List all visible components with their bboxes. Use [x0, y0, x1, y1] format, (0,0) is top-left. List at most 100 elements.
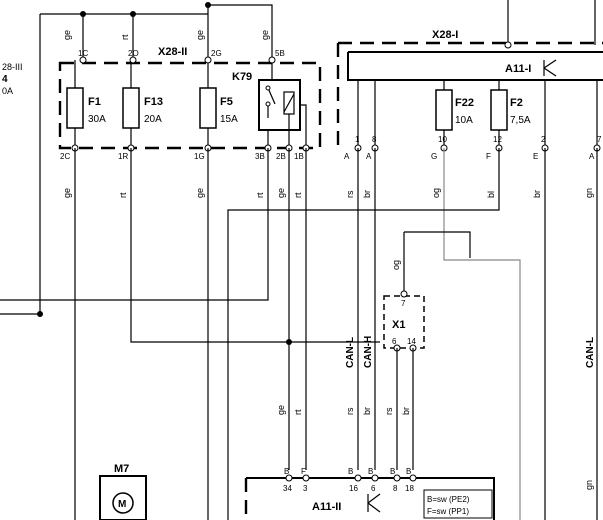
- pin-label: 2O: [128, 49, 139, 58]
- x28-i-pass-leads: [357, 80, 598, 148]
- pin-label: 5B: [275, 49, 285, 58]
- pin-label: 8: [393, 484, 398, 493]
- fuse-f22-name: F22: [455, 97, 474, 109]
- a11-ii-legend-box: [423, 489, 493, 519]
- wire-color-label: rt: [120, 34, 130, 40]
- wire-color-label: rt: [293, 192, 303, 198]
- fuse-f13-rating: 20A: [144, 114, 162, 125]
- pin-label: 18: [405, 484, 414, 493]
- module-k79-label: K79: [232, 71, 252, 83]
- relay-contact-dot: [265, 85, 271, 91]
- fuse-f13-name: F13: [144, 96, 163, 108]
- legend-line-1: B=sw (PE2): [427, 495, 470, 504]
- pin-label: 3: [303, 484, 308, 493]
- pin-label: 1B: [294, 152, 304, 161]
- m7-motor-circle: [112, 492, 134, 514]
- fuse-f5-name: F5: [220, 96, 233, 108]
- fuse-f2-name: F2: [510, 97, 523, 109]
- pin-label: 10: [438, 135, 447, 144]
- a11-i-transistor-icon: [543, 59, 557, 77]
- pin-label: 6: [371, 484, 376, 493]
- legend-line-2: F=sw (PP1): [427, 507, 469, 516]
- wire-color-label: br: [362, 407, 372, 415]
- signal-can-l-right-label: CAN-L: [585, 337, 596, 368]
- pin-label: 2B: [276, 152, 286, 161]
- wire-color-label: bl: [486, 191, 496, 198]
- junction-dot: [286, 339, 292, 345]
- left-fragment-2: 0A: [2, 86, 13, 96]
- wire-color-label: br: [362, 190, 372, 198]
- module-a11-i-label: A11-I: [505, 63, 531, 75]
- wire-color-label: ge: [195, 188, 205, 198]
- x28-ii-top-pins: [79, 56, 276, 64]
- left-fragment-1: 4: [2, 74, 8, 85]
- pin-label: F: [486, 152, 491, 161]
- wire-color-label: og: [391, 260, 401, 270]
- motor-m-symbol: M: [118, 499, 126, 510]
- pin-label: F: [301, 467, 306, 476]
- pin-label: 3B: [255, 152, 265, 161]
- wire-color-label: ge: [276, 188, 286, 198]
- connector-x1-label: X1: [392, 319, 405, 331]
- pin-label: A: [344, 152, 350, 161]
- pin-label: B: [390, 467, 395, 476]
- pin-label: 2G: [211, 49, 222, 58]
- wire-color-label: rt: [255, 192, 265, 198]
- pin-label: 1R: [118, 152, 128, 161]
- pin-label: 16: [349, 484, 358, 493]
- wire-3b-down: [0, 148, 269, 301]
- relay-contact-dot: [265, 101, 271, 107]
- pin-label: A: [366, 152, 372, 161]
- fuse-f2-rating: 7,5A: [510, 115, 531, 126]
- pin-label: E: [533, 152, 538, 161]
- pin-label: 34: [283, 484, 292, 493]
- relay-coil-diag: [283, 93, 295, 113]
- wire-og-10: [443, 148, 521, 520]
- wire-color-label: gn: [584, 188, 594, 198]
- wire-color-label: br: [401, 407, 411, 415]
- wire-color-label: ge: [62, 188, 72, 198]
- fuse-f1-rating: 30A: [88, 114, 106, 125]
- pin-label: 1: [355, 135, 360, 144]
- fuse-f22-body: [435, 89, 453, 131]
- signal-can-h-label: CAN-H: [363, 336, 374, 368]
- fuse-f5-rating: 15A: [220, 114, 238, 125]
- x1-box: [383, 295, 425, 349]
- a11-i-module-top: [347, 51, 603, 81]
- a11-ii-pins: [285, 474, 417, 482]
- wire-color-label: ge: [276, 405, 286, 415]
- pin-label: 7: [597, 135, 602, 144]
- pin-label: B: [348, 467, 353, 476]
- pin-label: B: [284, 467, 289, 476]
- wire-color-label: rs: [345, 190, 355, 198]
- x1-pin-7: [400, 290, 408, 298]
- connector-x28-ii-label: X28-II: [158, 46, 187, 58]
- wire-color-label: rt: [118, 192, 128, 198]
- pin-label: 2C: [60, 152, 70, 161]
- pin-label: 6: [392, 337, 397, 346]
- fuse-f13-body: [122, 87, 140, 129]
- wire-color-label: br: [532, 190, 542, 198]
- a11-ii-box-top: [246, 477, 495, 520]
- junction-dot: [37, 311, 43, 317]
- pin-label: 1C: [78, 49, 88, 58]
- wire-x1-feed-gray: [404, 231, 471, 258]
- module-a11-ii-label: A11-II: [312, 501, 341, 513]
- wire-color-label: rs: [345, 407, 355, 415]
- wire-color-label: gn: [584, 480, 594, 490]
- pin-label: 14: [407, 337, 416, 346]
- wire-color-label: ge: [62, 30, 72, 40]
- fuse-f2-body: [490, 89, 508, 131]
- wire-color-label: rt: [293, 409, 303, 415]
- junction-dot: [130, 11, 136, 17]
- wire-color-label: ge: [195, 30, 205, 40]
- pin-label: 7: [401, 299, 406, 308]
- x1-wires-down: [396, 348, 414, 470]
- bus-line-5b: [208, 4, 273, 60]
- fuse-f1-name: F1: [88, 96, 101, 108]
- module-m7-label: M7: [114, 463, 129, 475]
- pin-label: 2: [541, 135, 546, 144]
- signal-can-l-label: CAN-L: [345, 337, 356, 368]
- wire-1r-down: [130, 148, 380, 343]
- junction-dot: [80, 11, 86, 17]
